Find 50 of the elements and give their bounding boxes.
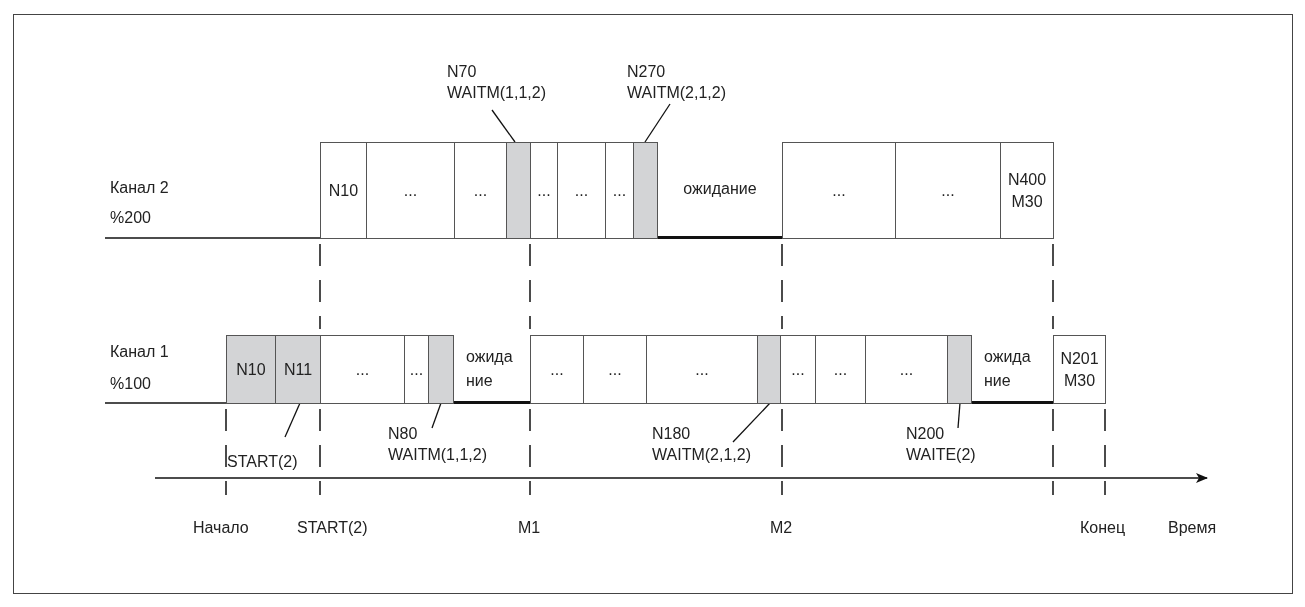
axis-label: Время [1168,518,1217,538]
channel-label: %200 [110,208,151,228]
wait-label: ожидание [657,142,783,239]
program-block: ... [454,142,507,239]
wait-block: N10 [226,335,276,404]
axis-label: Конец [1080,518,1126,538]
wait-label: ожида ние [454,336,530,404]
program-block: ... [646,335,758,404]
callout-text: START(2) [227,452,298,473]
program-block: ... [895,142,1001,239]
callout-text: N80 WAITM(1,1,2) [388,424,487,466]
program-block: ... [780,335,816,404]
program-block: N201 M30 [1053,335,1106,404]
wait-block: N11 [275,335,321,404]
callout-text: N200 WAITE(2) [906,424,976,466]
leader-line [284,402,301,438]
program-block: ... [583,335,647,404]
program-block: ... [782,142,896,239]
wait-block [947,335,972,404]
axis-label: START(2) [297,518,368,538]
program-block: ... [404,335,429,404]
wait-label: ожида ние [972,336,1053,404]
program-block: ... [530,142,558,239]
axis-label: M1 [518,518,541,538]
channel-label: Канал 1 [110,342,169,362]
program-block: N400 M30 [1000,142,1054,239]
program-block: N10 [320,142,367,239]
leader-line [957,402,961,429]
program-block: ... [366,142,455,239]
callout-text: N180 WAITM(2,1,2) [652,424,751,466]
wait-block [506,142,531,239]
leader-line [644,103,671,143]
channel-label: Канал 2 [110,178,169,198]
callout-text: N70 WAITM(1,1,2) [447,62,546,104]
program-block: ... [815,335,866,404]
leader-line [431,402,442,429]
program-block: ... [865,335,948,404]
axis-label: Начало [193,518,249,538]
program-block: ... [530,335,584,404]
axis-label: M2 [770,518,793,538]
leader-line [491,109,516,143]
program-block: ... [557,142,606,239]
program-block: ... [605,142,634,239]
callout-text: N270 WAITM(2,1,2) [627,62,726,104]
channel-label: %100 [110,374,151,394]
wait-block [633,142,658,239]
program-block: ... [320,335,405,404]
wait-block [757,335,781,404]
leader-line [732,402,771,443]
wait-block [428,335,454,404]
